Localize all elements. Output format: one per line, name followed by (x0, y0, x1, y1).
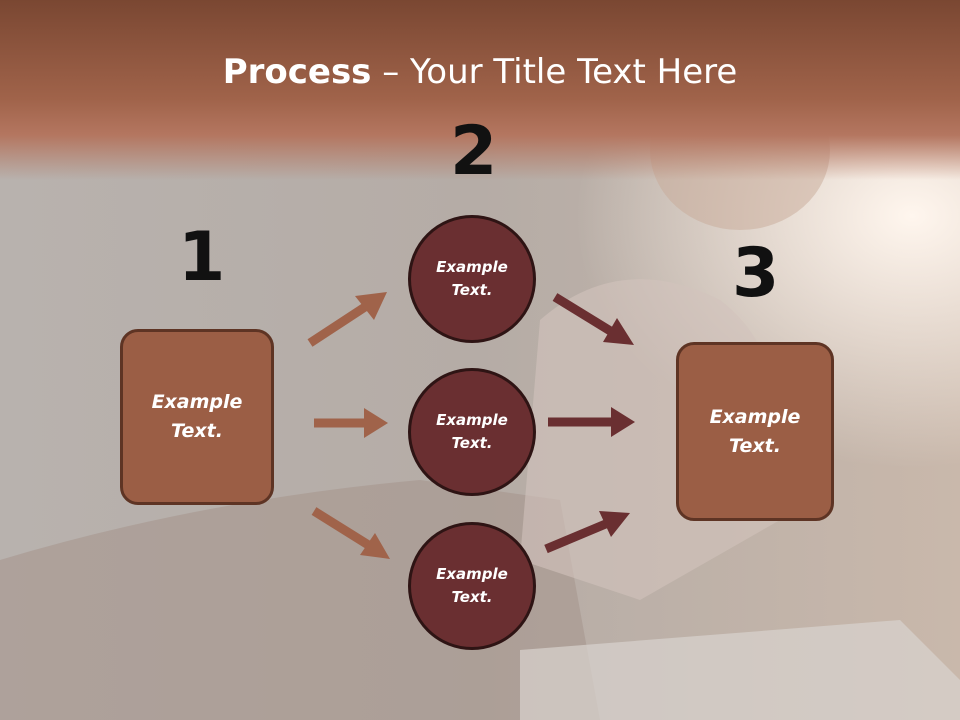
arrow-from-circle-top (552, 293, 634, 345)
step-2-circle-bottom: Example Text. (408, 522, 536, 650)
step-3-box-text: Example Text. (709, 405, 801, 457)
slide-title: Process – Your Title Text Here (0, 52, 960, 92)
title-banner (0, 0, 960, 180)
step-number-2: 2 (450, 112, 498, 191)
step-number-3: 3 (732, 234, 780, 313)
step-2-circle-top: Example Text. (408, 215, 536, 343)
step-2-circle-middle: Example Text. (408, 368, 536, 496)
step-number-1: 1 (178, 218, 226, 297)
arrow-to-circle-bottom (311, 507, 390, 559)
step-3-box: Example Text. (676, 342, 834, 521)
step-1-box: Example Text. (120, 329, 274, 505)
circle-bottom-text: Example Text. (436, 565, 508, 606)
arrow-from-circle-middle (548, 407, 635, 437)
circle-middle-text: Example Text. (436, 411, 508, 452)
circle-top-text: Example Text. (436, 258, 508, 299)
arrow-to-circle-middle (314, 408, 388, 438)
arrow-from-circle-bottom (544, 511, 630, 554)
title-rest: – Your Title Text Here (371, 52, 738, 92)
arrow-to-circle-top (307, 292, 387, 347)
step-1-box-text: Example Text. (151, 391, 243, 442)
title-bold: Process (222, 52, 372, 92)
